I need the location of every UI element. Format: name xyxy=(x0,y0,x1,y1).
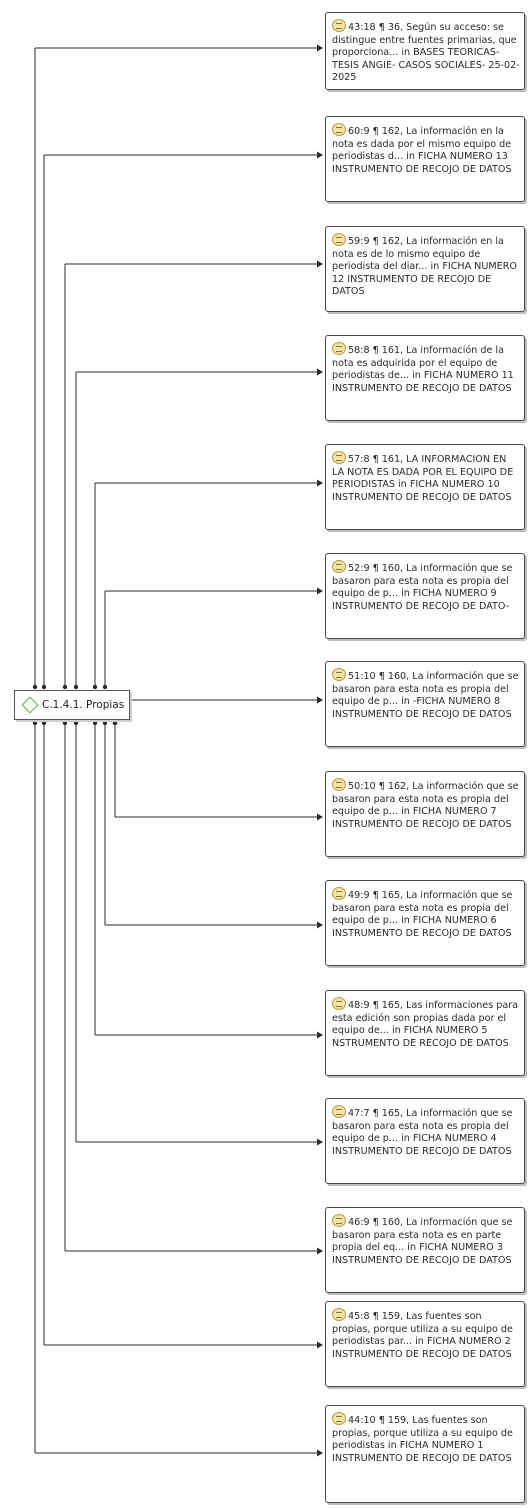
quotation-text: 51:10 ¶ 160, La información que se basar… xyxy=(332,668,520,721)
quotation-node[interactable]: 49:9 ¶ 165, La información que se basaro… xyxy=(325,880,525,966)
quotation-text: 58:8 ¶ 161, La información de la nota es… xyxy=(332,342,520,395)
link-arrowhead xyxy=(317,921,323,929)
quotation-node[interactable]: 48:9 ¶ 165, Las informaciones para esta … xyxy=(325,990,525,1076)
code-diamond-icon xyxy=(21,696,39,714)
quotation-text: 57:8 ¶ 161, LA INFORMACION EN LA NOTA ES… xyxy=(332,451,520,504)
quotation-icon xyxy=(332,1105,346,1118)
quotation-text: 59:9 ¶ 162, La información en la nota es… xyxy=(332,233,520,299)
link-arrowhead xyxy=(317,696,323,704)
quotation-text: 47:7 ¶ 165, La información que se basaro… xyxy=(332,1105,520,1158)
quotation-icon xyxy=(332,19,346,32)
quotation-icon xyxy=(332,1412,346,1425)
quotation-icon xyxy=(332,342,346,355)
link-endpoint xyxy=(32,720,38,726)
quotation-icon xyxy=(332,451,346,464)
quotation-node[interactable]: 50:10 ¶ 162, La información que se basar… xyxy=(325,771,525,857)
quotation-node[interactable]: 46:9 ¶ 160, La información que se basaro… xyxy=(325,1207,525,1293)
link-arrowhead xyxy=(317,1449,323,1457)
link-arrowhead xyxy=(317,587,323,595)
quotation-node[interactable]: 44:10 ¶ 159, Las fuentes son propias, po… xyxy=(325,1405,525,1503)
link-endpoint xyxy=(112,720,118,726)
quotation-icon xyxy=(332,233,346,246)
link-endpoint xyxy=(92,684,98,690)
quotation-text: 46:9 ¶ 160, La información que se basaro… xyxy=(332,1214,520,1267)
link-arrowhead xyxy=(317,368,323,376)
quotation-icon xyxy=(332,1214,346,1227)
link-arrowhead xyxy=(317,479,323,487)
quotation-icon xyxy=(332,887,346,900)
quotation-icon xyxy=(332,560,346,573)
link-endpoint xyxy=(62,684,68,690)
link-endpoint xyxy=(41,684,47,690)
quotation-icon xyxy=(332,1308,346,1321)
link-endpoint xyxy=(73,684,79,690)
link-endpoint xyxy=(32,684,38,690)
quotation-node[interactable]: 60:9 ¶ 162, La información en la nota es… xyxy=(325,116,525,202)
quotation-text: 52:9 ¶ 160, La información que se basaro… xyxy=(332,560,520,613)
quotation-icon xyxy=(332,668,346,681)
link-arrowhead xyxy=(317,1138,323,1146)
link-endpoint xyxy=(62,720,68,726)
quotation-text: 50:10 ¶ 162, La información que se basar… xyxy=(332,778,520,831)
link-endpoint xyxy=(41,720,47,726)
code-label: C.1.4.1. Propias xyxy=(42,699,125,711)
quotation-node[interactable]: 51:10 ¶ 160, La información que se basar… xyxy=(325,661,525,747)
link-arrowhead xyxy=(317,44,323,52)
quotation-node[interactable]: 58:8 ¶ 161, La información de la nota es… xyxy=(325,335,525,421)
quotation-text: 43:18 ¶ 36, Según su acceso: se distingu… xyxy=(332,19,520,85)
link-endpoint xyxy=(102,684,108,690)
quotation-text: 49:9 ¶ 165, La información que se basaro… xyxy=(332,887,520,940)
quotation-node[interactable]: 47:7 ¶ 165, La información que se basaro… xyxy=(325,1098,525,1184)
link-arrowhead xyxy=(317,1341,323,1349)
quotation-node[interactable]: 52:9 ¶ 160, La información que se basaro… xyxy=(325,553,525,639)
link-arrowhead xyxy=(317,813,323,821)
link-endpoint xyxy=(102,720,108,726)
quotation-text: 44:10 ¶ 159, Las fuentes son propias, po… xyxy=(332,1412,520,1465)
quotation-text: 45:8 ¶ 159, Las fuentes son propias, por… xyxy=(332,1308,520,1361)
quotation-node[interactable]: 57:8 ¶ 161, LA INFORMACION EN LA NOTA ES… xyxy=(325,444,525,530)
quotation-icon xyxy=(332,778,346,791)
quotation-node[interactable]: 45:8 ¶ 159, Las fuentes son propias, por… xyxy=(325,1301,525,1387)
quotation-icon xyxy=(332,997,346,1010)
link-endpoint xyxy=(73,720,79,726)
quotation-text: 48:9 ¶ 165, Las informaciones para esta … xyxy=(332,997,520,1050)
link-arrowhead xyxy=(317,1031,323,1039)
link-arrowhead xyxy=(317,260,323,268)
quotation-node[interactable]: 43:18 ¶ 36, Según su acceso: se distingu… xyxy=(325,12,525,90)
link-arrowhead xyxy=(317,151,323,159)
quotation-text: 60:9 ¶ 162, La información en la nota es… xyxy=(332,123,520,176)
link-arrowhead xyxy=(317,1247,323,1255)
code-node[interactable]: C.1.4.1. Propias xyxy=(14,690,130,720)
quotation-node[interactable]: 59:9 ¶ 162, La información en la nota es… xyxy=(325,226,525,312)
link-endpoint xyxy=(92,720,98,726)
quotation-icon xyxy=(332,123,346,136)
